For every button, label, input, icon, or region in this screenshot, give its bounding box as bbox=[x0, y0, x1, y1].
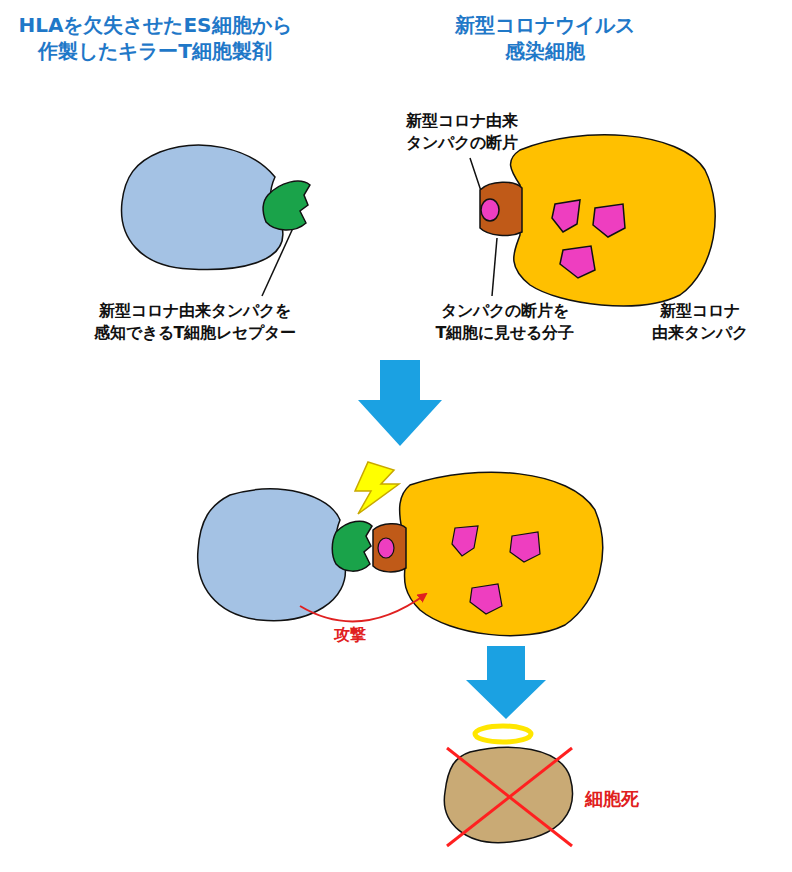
presenting-molecule bbox=[373, 524, 406, 572]
down-arrow bbox=[358, 360, 442, 446]
infected-cell bbox=[400, 472, 603, 635]
cell-node: 新型コロナウイルス 感染細胞 bbox=[395, 12, 695, 302]
callout-label: 新型コロナ由来 タンパクの断片 bbox=[392, 110, 532, 154]
viral-protein bbox=[452, 526, 478, 556]
down-arrow bbox=[466, 646, 546, 719]
leader-line bbox=[492, 238, 497, 296]
callout-label: タンパクの断片を T細胞に見せる分子 bbox=[418, 300, 593, 344]
viral-protein bbox=[510, 532, 540, 562]
cross-mark bbox=[447, 748, 572, 846]
lightning-symbol bbox=[355, 462, 399, 514]
t-cell-receptor bbox=[332, 521, 372, 571]
protein-fragment bbox=[481, 199, 499, 221]
cell-heading: 新型コロナウイルス 感染細胞 bbox=[445, 12, 645, 64]
callout-label: 新型コロナ由来タンパクを 感知できるT細胞レセプター bbox=[60, 300, 330, 344]
cell-heading: HLAを欠失させたES細胞から 作製したキラーT細胞製剤 bbox=[5, 12, 305, 64]
attack-arrow bbox=[300, 594, 426, 621]
halo bbox=[475, 726, 531, 742]
cell-node: HLAを欠失させたES細胞から 作製したキラーT細胞製剤 bbox=[5, 12, 305, 282]
t-cell-receptor bbox=[263, 181, 310, 230]
viral-protein bbox=[560, 246, 595, 278]
protein-fragment bbox=[378, 538, 394, 558]
cross-mark bbox=[447, 748, 572, 846]
viral-protein bbox=[593, 204, 625, 237]
callout-label: 新型コロナ 由来タンパク bbox=[640, 300, 760, 344]
t-cell bbox=[198, 489, 346, 621]
viral-protein bbox=[470, 584, 502, 614]
callout-label: 細胞死 bbox=[572, 788, 652, 810]
presenting-molecule bbox=[480, 182, 522, 235]
callout-label: 攻撃 bbox=[320, 624, 380, 646]
infected-cell bbox=[511, 135, 716, 306]
t-cell bbox=[122, 145, 283, 269]
viral-protein bbox=[552, 200, 580, 232]
